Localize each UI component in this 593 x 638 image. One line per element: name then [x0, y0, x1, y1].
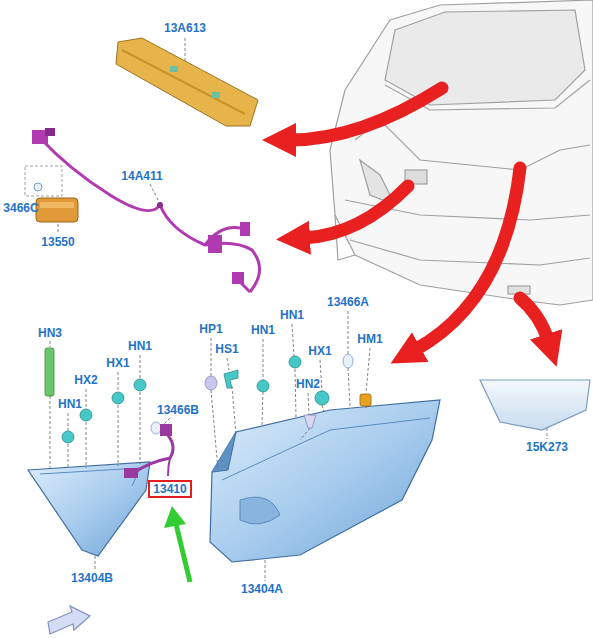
callout-number: 13404B — [71, 571, 113, 585]
callout-number: HN1 — [128, 339, 152, 353]
wiring-harness — [32, 128, 260, 292]
fasteners — [50, 311, 370, 470]
highlight-box: 13410 — [148, 480, 191, 498]
callout-number: HS1 — [215, 342, 238, 356]
callout-number: 13A613 — [164, 21, 206, 35]
callout-number: 14A411 — [121, 169, 162, 183]
callout-number: 13404A — [241, 582, 283, 596]
callout-number: 3466C — [3, 201, 38, 215]
green-arrow — [164, 506, 190, 582]
module-and-bulb — [25, 166, 78, 234]
callout-number: 13466B — [157, 403, 199, 417]
callout-number: HP1 — [199, 322, 222, 336]
callout-number: HN3 — [38, 326, 62, 340]
view-arrow — [48, 606, 90, 634]
callout-number: HN2 — [296, 377, 320, 391]
callout-number: HN1 — [251, 323, 275, 337]
high-mount-lamp — [116, 38, 258, 126]
vehicle — [330, 0, 593, 305]
tail-lamps — [28, 380, 590, 581]
callout-number: 15K273 — [526, 440, 568, 454]
callout-number: HX2 — [74, 373, 97, 387]
socket-harness — [124, 424, 173, 478]
callout-number: HM1 — [357, 332, 382, 346]
callout-number: HX1 — [106, 356, 129, 370]
callout-number: HX1 — [308, 344, 331, 358]
clips — [45, 348, 371, 443]
pointer-arrows — [290, 88, 548, 350]
callout-number: 13466A — [327, 295, 369, 309]
callout-number: HN1 — [58, 397, 82, 411]
callout-number: 13550 — [41, 235, 74, 249]
callout-number: HN1 — [280, 308, 304, 322]
callout-number: 13410 — [153, 482, 186, 496]
